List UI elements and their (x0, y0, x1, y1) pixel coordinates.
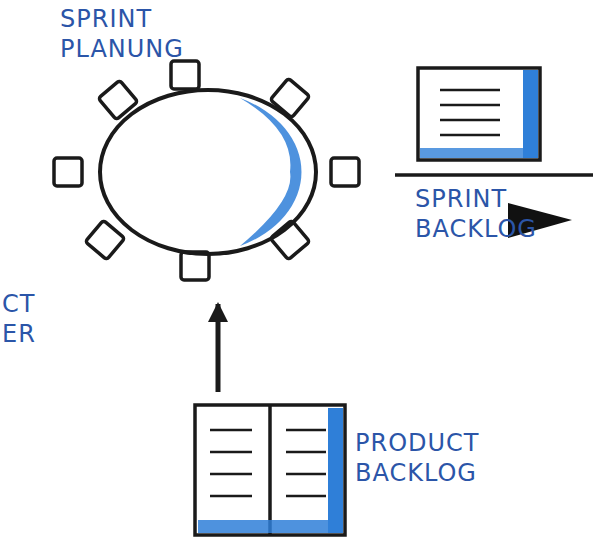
cropped-label: ER (2, 322, 36, 346)
meeting-table: SPRINT PLANUNG (40, 0, 380, 300)
meeting-title: SPRINT PLANUNG (60, 4, 240, 64)
product-backlog-book: PRODUCT BACKLOG (190, 400, 590, 540)
sprint-backlog-document: SPRINT BACKLOG (395, 60, 593, 255)
artifact-label: SPRINT BACKLOG (415, 184, 585, 244)
cropped-label: CT (2, 292, 35, 316)
artifact-label: PRODUCT BACKLOG (355, 428, 585, 488)
flow-arrow (216, 304, 221, 392)
